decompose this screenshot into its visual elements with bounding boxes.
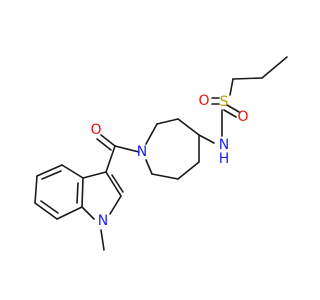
molecule-structure: O N N N H S O O (34, 56, 288, 251)
bond-benz-c3a-c4 (61, 164, 84, 179)
bond-s-o-bottom-a (223, 109, 237, 118)
bond-n-methyl (100, 229, 105, 251)
bond-n-c4 (198, 134, 215, 144)
atom-n-amide: N (219, 137, 229, 153)
atom-s-sulfonyl: S (220, 94, 229, 110)
bond-indole-c3a-c3 (82, 171, 107, 179)
atom-labels: O N N N H S O O (90, 93, 248, 229)
bond-pip-c2-n (145, 123, 158, 145)
bond-carbonyl-indole-c3 (105, 145, 116, 173)
bond-propyl-c2-c1 (232, 77, 263, 80)
bond-pip-c6-c5 (151, 173, 179, 180)
bond-benz-c6-c7-double (40, 200, 59, 214)
bond-benz-c7-c7a (56, 206, 83, 220)
atom-o-sulfonyl-bottom: O (237, 109, 248, 125)
bond-benz-c4-c5-double (41, 170, 62, 180)
bond-carbonyl-o-a (100, 134, 116, 147)
atom-o-carbonyl: O (90, 122, 101, 138)
atom-h-amide: H (219, 151, 230, 167)
bond-carbonyl-o-b (96, 138, 112, 151)
bond-indole-c2-n1 (109, 195, 122, 215)
bond-indole-c7a-c3a (81, 177, 84, 208)
bond-pip-c5-c4 (177, 161, 200, 180)
bond-indole-n1-c7a (81, 206, 95, 220)
bond-pip-c4-c3 (177, 118, 200, 136)
bond-benz-c3a-c7a-double (76, 182, 79, 204)
bond-c1-s (229, 78, 234, 96)
bond-propyl-c3-c2 (261, 56, 288, 79)
bond-benz-c4-c5 (36, 164, 63, 177)
bond-benz-c5-c6 (34, 175, 38, 204)
bond-s-o-bottom-b (226, 104, 240, 113)
bond-benz-c6-c7 (34, 202, 58, 220)
atom-n-indole: N (98, 213, 108, 229)
bond-pip-n-c6 (145, 159, 153, 175)
bond-indole-c3-c2 (105, 171, 122, 197)
atom-n-piperidine: N (137, 144, 147, 160)
bond-indole-c3-c2-double (111, 174, 124, 193)
atom-o-sulfonyl-left: O (198, 93, 209, 109)
bond-n-carbonyl (114, 145, 140, 153)
bonds (34, 56, 288, 251)
bond-pip-c3-c2 (156, 118, 179, 125)
